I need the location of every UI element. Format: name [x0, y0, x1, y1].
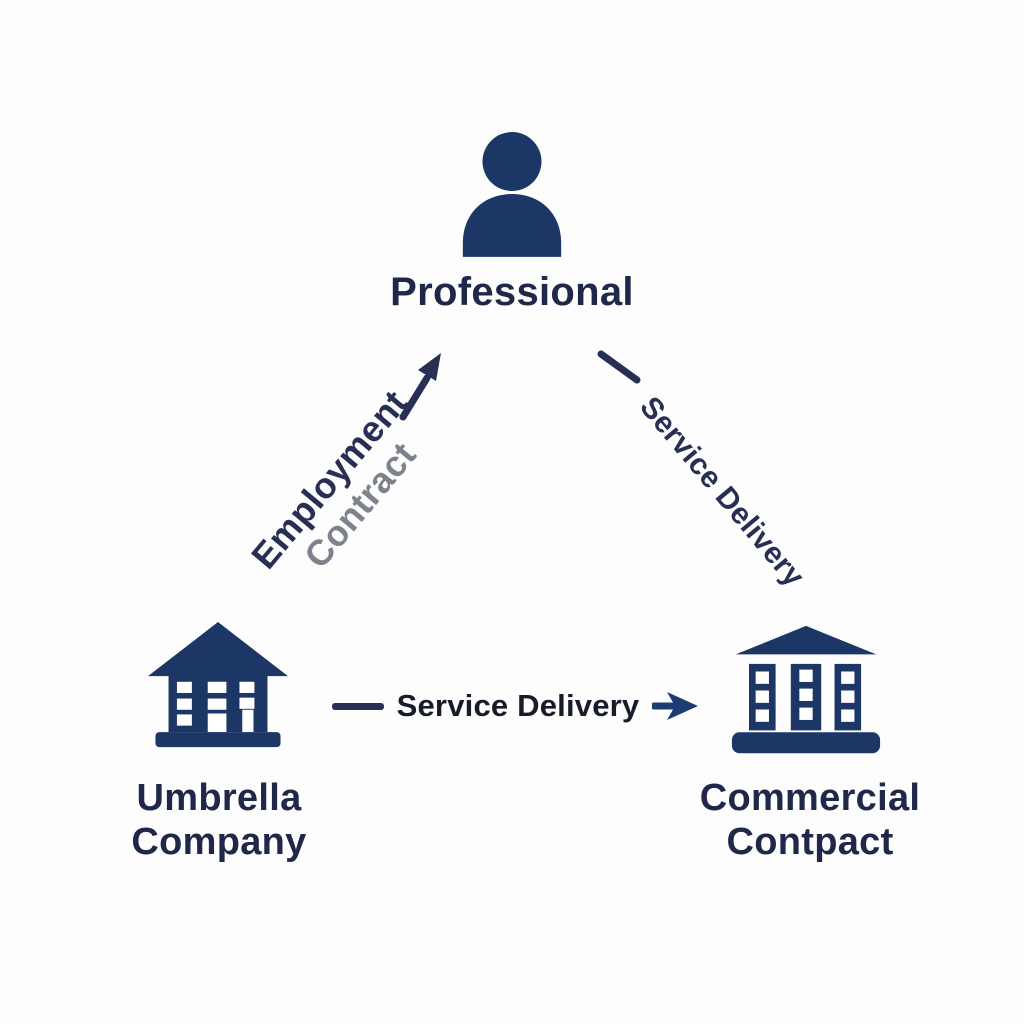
commercial-contract-label: Commercial Contpact — [699, 777, 921, 864]
service-delivery-right-edge-label: Service Delivery — [633, 390, 811, 594]
service-delivery-horizontal-label: Service Delivery — [396, 688, 640, 723]
employment-contract-edge-label: Employment Contract — [211, 344, 484, 646]
edge-line-dash — [331, 702, 384, 710]
right-arrow-icon — [652, 691, 699, 721]
office-building-icon — [148, 620, 288, 751]
professional-label: Professional — [390, 270, 634, 314]
bank-building-icon — [730, 624, 882, 757]
employment-contract-label-line1: Employment — [243, 382, 416, 577]
umbrella-company-label: Umbrella Company — [131, 777, 307, 864]
service-delivery-horizontal-edge: Service Delivery — [315, 678, 715, 734]
person-icon — [453, 131, 571, 257]
